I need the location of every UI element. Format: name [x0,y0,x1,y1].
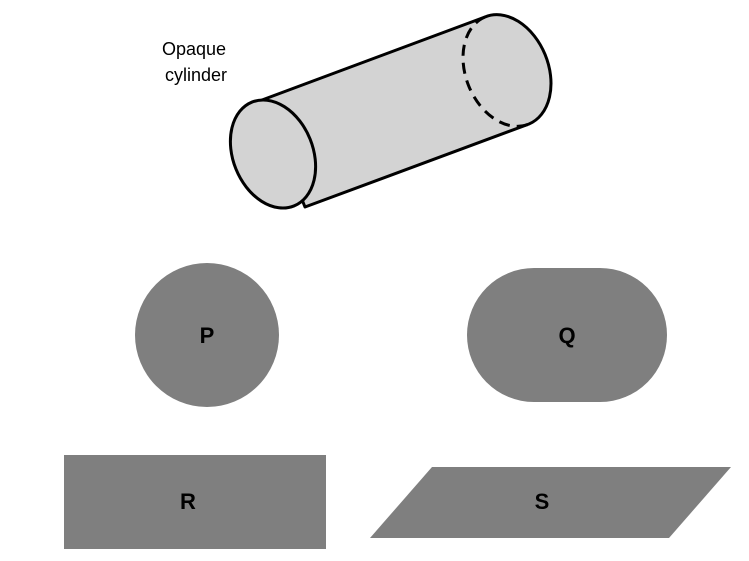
shadow-s-label: S [535,489,550,514]
shadow-r-label: R [180,489,196,514]
cylinder-front-face [228,98,318,210]
cylinder-caption-line2: cylinder [165,65,227,85]
shadow-q: Q [467,268,667,402]
shadow-r: R [64,455,326,549]
shadow-q-label: Q [558,323,575,348]
shadow-q-stadium [467,268,667,402]
shadow-p: P [135,263,279,407]
cylinder-body [260,13,553,209]
shadow-p-label: P [200,323,215,348]
cylinder-caption-line1: Opaque [162,39,226,59]
shadow-s-parallelogram [370,467,731,538]
opaque-cylinder [228,13,553,210]
shadow-s: S [370,467,731,538]
cylinder-hidden-back-edge [461,15,530,128]
shadow-r-rectangle [64,455,326,549]
shadow-p-circle [135,263,279,407]
